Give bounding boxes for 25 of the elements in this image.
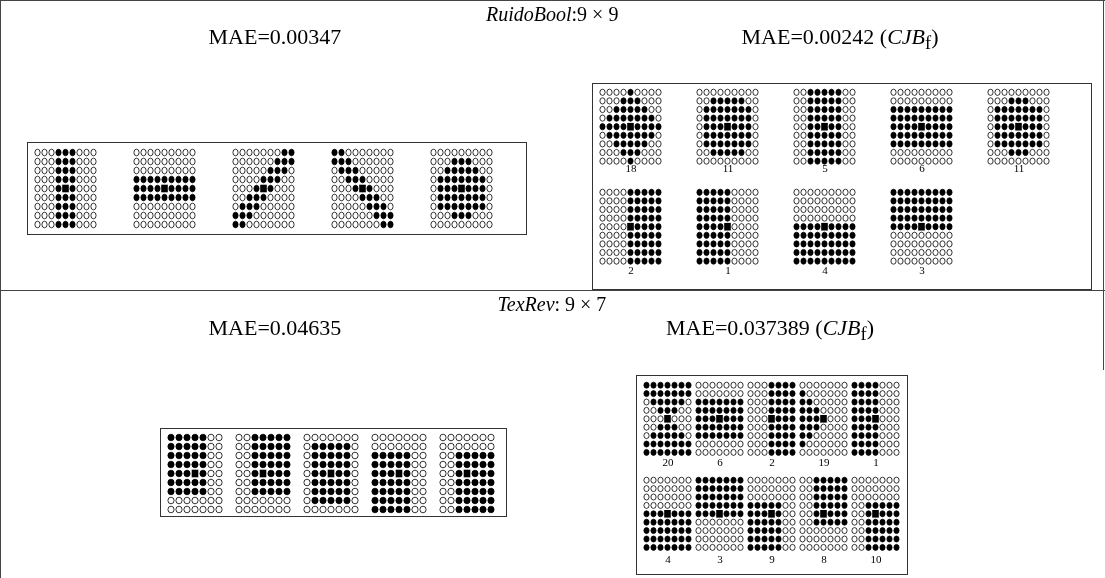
grid-number: 9 (768, 553, 776, 565)
grid-number: 2 (768, 456, 776, 468)
error-value: MAE=0.00347 (208, 24, 342, 50)
grid-number: 10 (869, 553, 883, 565)
grid-number: 11 (1012, 162, 1026, 174)
grid-number: 6 (716, 456, 724, 468)
grid-number: 4 (664, 553, 672, 565)
grid-number: 18 (624, 162, 638, 174)
grid-number: 8 (820, 553, 828, 565)
grid-number: 4 (821, 264, 829, 276)
grid-number: 20 (661, 456, 675, 468)
grid-number: 11 (721, 162, 735, 174)
grid-number: 3 (918, 264, 926, 276)
grid-number: 6 (918, 162, 926, 174)
grid-number: 2 (627, 264, 635, 276)
table-heading: RuidoBool:9 × 9 (486, 3, 619, 26)
grid-number: 19 (817, 456, 831, 468)
error-value: MAE=0.04635 (208, 315, 342, 341)
grid-number: 5 (821, 162, 829, 174)
grid-number: 1 (724, 264, 732, 276)
grid-number: 1 (872, 456, 880, 468)
error-value: MAE=0.00242 (CJB$_{f}$) (741, 24, 939, 55)
error-value: MAE=0.037389 (CJB$_{f}$) (666, 315, 874, 346)
grid-number: 3 (716, 553, 724, 565)
table-heading: TexRev: 9 × 7 (497, 293, 607, 316)
